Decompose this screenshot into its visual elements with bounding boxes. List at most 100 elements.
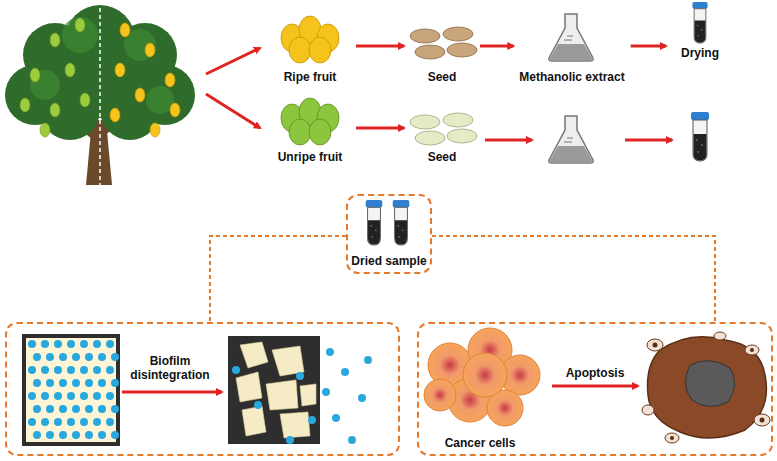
node-label: Methanolic extract — [519, 70, 624, 84]
flow-arrow — [480, 45, 513, 48]
illustration-shape — [300, 384, 316, 406]
illustration-shape — [54, 340, 62, 348]
cancer-cells — [424, 328, 540, 426]
dashed-connector — [210, 236, 346, 322]
illustration-shape — [358, 394, 366, 402]
illustration-shape — [67, 366, 75, 374]
illustration-shape — [28, 340, 119, 439]
illustration-shape — [447, 43, 477, 57]
illustration-shape — [206, 94, 260, 128]
illustration-shape — [670, 436, 674, 440]
illustration-shape — [415, 131, 445, 145]
labelled-icon: Methanolic extract — [515, 8, 628, 84]
illustration-shape — [46, 353, 54, 361]
illustration-shape — [642, 405, 654, 415]
illustration-shape — [309, 37, 331, 63]
illustration-shape — [308, 416, 316, 424]
illustration-shape — [80, 392, 88, 400]
illustration-shape — [341, 368, 349, 376]
illustration-shape — [99, 8, 101, 185]
labelled-icon: Seed — [406, 24, 478, 84]
illustration-shape — [30, 68, 40, 82]
illustration-shape — [760, 418, 765, 423]
illustration-shape — [59, 405, 67, 413]
node-label: Biofilm disintegration — [120, 354, 220, 383]
illustration-shape — [332, 414, 340, 422]
illustration-shape — [240, 342, 268, 368]
illustration-shape — [236, 372, 262, 402]
illustration-shape — [326, 348, 334, 356]
illustration-shape — [170, 103, 180, 117]
illustration-shape — [40, 123, 50, 137]
illustration-shape — [309, 119, 331, 145]
dashed-panel: Biofilm disintegration — [5, 322, 400, 456]
illustration-shape — [111, 431, 119, 439]
dashed-panel: Dried sample — [346, 194, 432, 274]
illustration-shape — [93, 366, 101, 374]
illustration-shape — [322, 388, 330, 396]
tube — [366, 200, 383, 245]
illustration-shape — [80, 340, 88, 348]
illustration-shape — [232, 366, 240, 374]
biofilm-panel — [24, 336, 119, 444]
ripe-fruit — [281, 16, 339, 63]
unripe-fruit — [281, 98, 339, 145]
illustration-shape — [145, 43, 155, 57]
illustration-shape — [111, 353, 119, 361]
illustration-shape — [59, 431, 67, 439]
illustration-shape — [236, 342, 316, 438]
illustration-shape — [165, 73, 175, 87]
illustration-shape — [72, 379, 80, 387]
illustration-shape — [80, 366, 88, 374]
illustration-shape — [50, 33, 60, 47]
labelled-icon: Unripe fruit — [266, 98, 354, 164]
illustration-shape — [410, 115, 440, 129]
illustration-shape — [85, 353, 93, 361]
illustration-shape — [106, 366, 114, 374]
illustration-shape — [98, 405, 106, 413]
illustration-shape — [120, 23, 130, 37]
illustration-shape — [266, 380, 298, 410]
illustration-shape — [24, 336, 118, 444]
illustration-shape — [296, 372, 304, 380]
illustration-shape — [46, 405, 54, 413]
illustration-shape — [72, 431, 80, 439]
tube — [691, 112, 709, 161]
illustration-shape — [228, 336, 320, 444]
labelled-icon: Drying — [668, 0, 732, 60]
illustration-shape — [750, 348, 754, 352]
illustration-shape — [85, 431, 93, 439]
illustration-shape — [65, 63, 75, 77]
flow-arrow — [631, 45, 666, 48]
illustration-shape — [28, 418, 36, 426]
illustration-shape — [364, 356, 372, 364]
illustration-shape — [463, 353, 507, 397]
illustration-shape — [206, 48, 260, 74]
illustration-shape — [648, 337, 767, 438]
illustration-shape — [625, 139, 672, 142]
ripe-seed — [410, 27, 477, 59]
illustration-shape — [85, 379, 93, 387]
illustration-shape — [745, 345, 759, 355]
illustration-shape — [98, 353, 106, 361]
illustration-shape — [54, 366, 62, 374]
illustration-shape — [85, 405, 93, 413]
node-label: Drying — [681, 46, 719, 60]
illustration-shape — [289, 37, 311, 63]
illustration-shape — [72, 405, 80, 413]
illustration-shape — [20, 98, 30, 112]
node-label: Apoptosis — [545, 366, 645, 380]
unripe-seed — [410, 113, 477, 145]
illustration-shape — [46, 431, 54, 439]
illustration-shape — [443, 113, 473, 127]
illustration-shape — [98, 379, 106, 387]
illustration-shape — [46, 379, 54, 387]
illustration-shape — [93, 340, 101, 348]
illustration-shape — [443, 27, 473, 41]
illustration-shape — [280, 412, 310, 438]
illustration-shape — [714, 332, 726, 340]
dashed-panel: Cancer cellsApoptosis — [417, 322, 773, 456]
illustration-shape — [665, 433, 679, 443]
illustration-shape — [75, 18, 85, 32]
